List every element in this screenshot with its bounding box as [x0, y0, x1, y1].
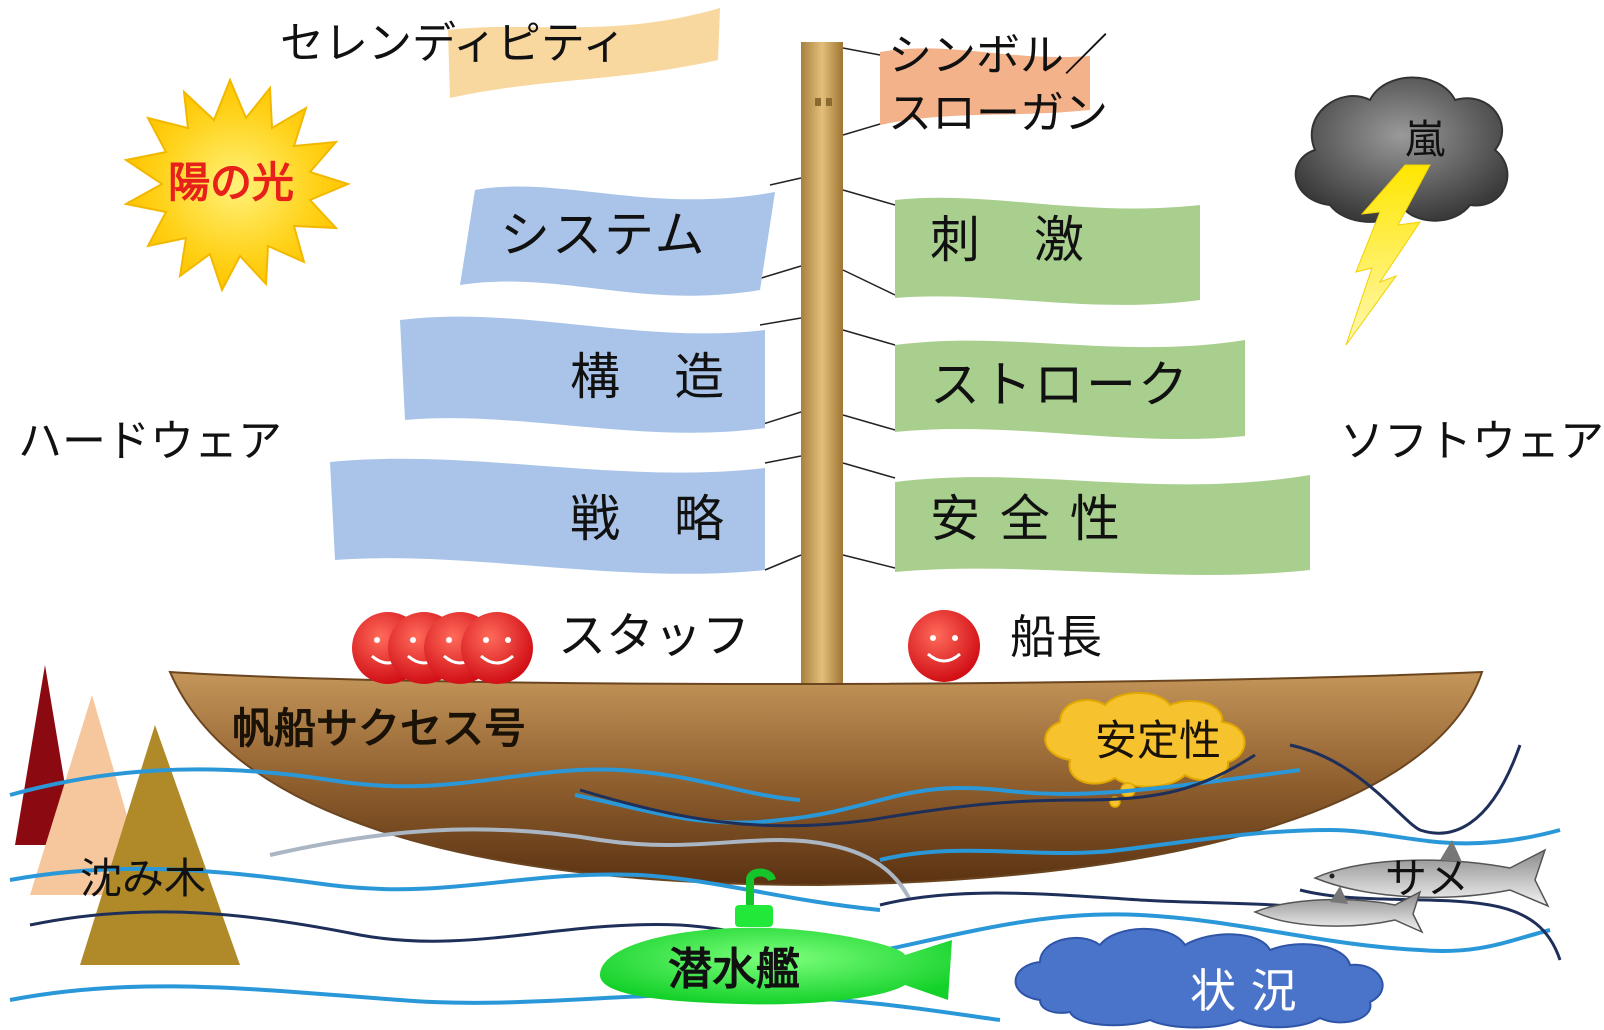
system-flag [460, 186, 775, 296]
captain-label: 船長 [1010, 610, 1102, 664]
symbol-label-line2: スローガン [888, 88, 1108, 139]
symbol-flag [880, 48, 1090, 125]
strategy-label: 戦 略 [570, 490, 726, 548]
situation-cloud [1014, 927, 1384, 1029]
situation-label: 状 況 [1190, 964, 1297, 1018]
storm-label: 嵐 [1405, 117, 1445, 163]
safety-flag [895, 475, 1310, 575]
stroke-flag [895, 340, 1245, 440]
serendipity-flag [448, 8, 720, 98]
stability-label: 安定性 [1095, 716, 1222, 765]
storm-cloud-icon [1294, 76, 1509, 223]
sunlight-label: 陽の光 [168, 158, 295, 207]
strategy-flag [330, 458, 765, 574]
structure-label: 構 造 [570, 348, 726, 406]
safety-label: 安 全 性 [930, 490, 1122, 548]
sun-icon [123, 77, 351, 293]
system-label: システム [500, 206, 707, 264]
submarine-icon [600, 868, 952, 1005]
stroke-label: ストローク [930, 356, 1190, 414]
structure-flag [400, 316, 765, 433]
staff-faces-icon [352, 612, 533, 684]
shark-icon [1313, 840, 1550, 908]
sunken-wood-triangle-olive [80, 725, 240, 965]
captain-face-icon [908, 610, 980, 682]
submarine-label: 潜水艦 [668, 944, 800, 995]
stimulus-label: 刺 激 [930, 211, 1086, 269]
software-label: ソフトウェア [1340, 416, 1604, 467]
lightning-icon [1345, 164, 1431, 346]
stimulus-flag [895, 197, 1200, 305]
serendipity-label: セレンディピティ [280, 18, 627, 69]
staff-label: スタッフ [558, 608, 751, 664]
ship-name-label: 帆船サクセス号 [232, 704, 527, 753]
mast [801, 42, 843, 710]
sunken-wood-label: 沈み木 [80, 854, 207, 903]
shark-label: サメ [1385, 854, 1470, 903]
symbol-label-line1: シンボル／ [888, 30, 1108, 81]
hardware-label: ハードウェア [18, 416, 282, 467]
waves [9, 743, 1562, 1022]
shark-icon-small [1253, 886, 1424, 934]
